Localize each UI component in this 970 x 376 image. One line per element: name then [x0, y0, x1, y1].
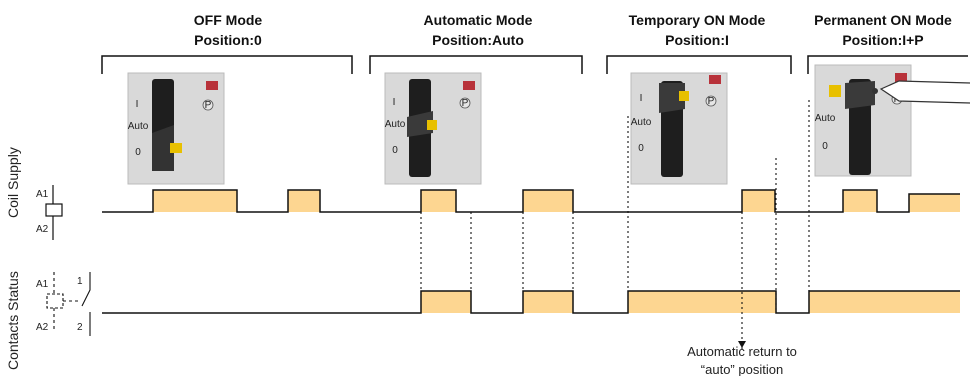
switch-image-temporary: P I Auto 0: [630, 72, 728, 185]
return-arrow-icon: [738, 341, 746, 348]
switch-image-auto: P I Auto 0: [384, 72, 482, 185]
svg-text:I: I: [393, 97, 396, 108]
switch-knob: [829, 85, 841, 97]
pointer-tool-icon: [879, 80, 970, 104]
contact-number-1: 1: [77, 276, 83, 287]
contact-pulses: [421, 291, 960, 313]
annotation-line-2: “auto” position: [701, 362, 783, 376]
coil-terminal-a1: A1: [36, 189, 49, 200]
svg-text:0: 0: [638, 143, 644, 154]
svg-text:Auto: Auto: [385, 119, 406, 130]
mode-auto-position: Position:Auto: [432, 32, 524, 48]
contact-number-2: 2: [77, 322, 83, 333]
contact-terminal-a2: A2: [36, 322, 49, 333]
mode-off-title: OFF Mode: [194, 12, 263, 28]
mode-permanent-position: Position:I+P: [842, 32, 923, 48]
indicator-light: [206, 81, 218, 90]
svg-text:0: 0: [135, 147, 141, 158]
contacts-status-label: Contacts Status: [5, 271, 21, 370]
svg-text:P: P: [205, 100, 212, 111]
svg-text:0: 0: [822, 141, 828, 152]
bracket-off: [101, 55, 353, 74]
switch-image-permanent: P Auto 0: [814, 64, 970, 177]
mode-permanent-title: Permanent ON Mode: [814, 12, 952, 28]
bracket-permanent: [807, 55, 968, 74]
mode-brackets: [101, 55, 968, 74]
alignment-guides: [420, 100, 810, 352]
coil-supply-label: Coil Supply: [5, 147, 21, 218]
svg-text:P: P: [462, 98, 469, 109]
switch-knob: [679, 91, 689, 101]
coil-symbol-icon: [45, 185, 63, 240]
bracket-auto: [369, 55, 583, 74]
switch-image-off: P I Auto 0: [127, 72, 225, 185]
coil-terminal-a2: A2: [36, 224, 49, 235]
svg-text:Auto: Auto: [631, 117, 652, 128]
mode-temporary-on: Temporary ON Mode Position:I: [629, 12, 766, 48]
switch-knob: [170, 143, 182, 153]
indicator-light: [709, 75, 721, 84]
mode-temporary-title: Temporary ON Mode: [629, 12, 766, 28]
mode-temporary-position: Position:I: [665, 32, 729, 48]
contact-symbol-icon: [46, 272, 91, 336]
mode-off: OFF Mode Position:0: [194, 12, 263, 48]
contact-signal-line: [102, 290, 960, 314]
coil-pulses: [153, 190, 960, 212]
svg-text:0: 0: [392, 145, 398, 156]
bracket-temporary: [606, 55, 792, 74]
mode-auto-title: Automatic Mode: [424, 12, 533, 28]
mode-off-position: Position:0: [194, 32, 262, 48]
annotation-line-1: Automatic return to: [687, 344, 797, 359]
mode-auto: Automatic Mode Position:Auto: [424, 12, 533, 48]
switch-knob: [427, 120, 437, 130]
svg-text:Auto: Auto: [128, 121, 149, 132]
mode-permanent-on: Permanent ON Mode Position:I+P: [814, 12, 952, 48]
svg-text:Auto: Auto: [815, 113, 836, 124]
contact-terminal-a1: A1: [36, 279, 49, 290]
coil-signal-line: [102, 189, 960, 213]
svg-text:P: P: [708, 96, 715, 107]
indicator-light: [895, 73, 907, 82]
svg-text:I: I: [136, 99, 139, 110]
indicator-light: [463, 81, 475, 90]
svg-text:I: I: [640, 93, 643, 104]
